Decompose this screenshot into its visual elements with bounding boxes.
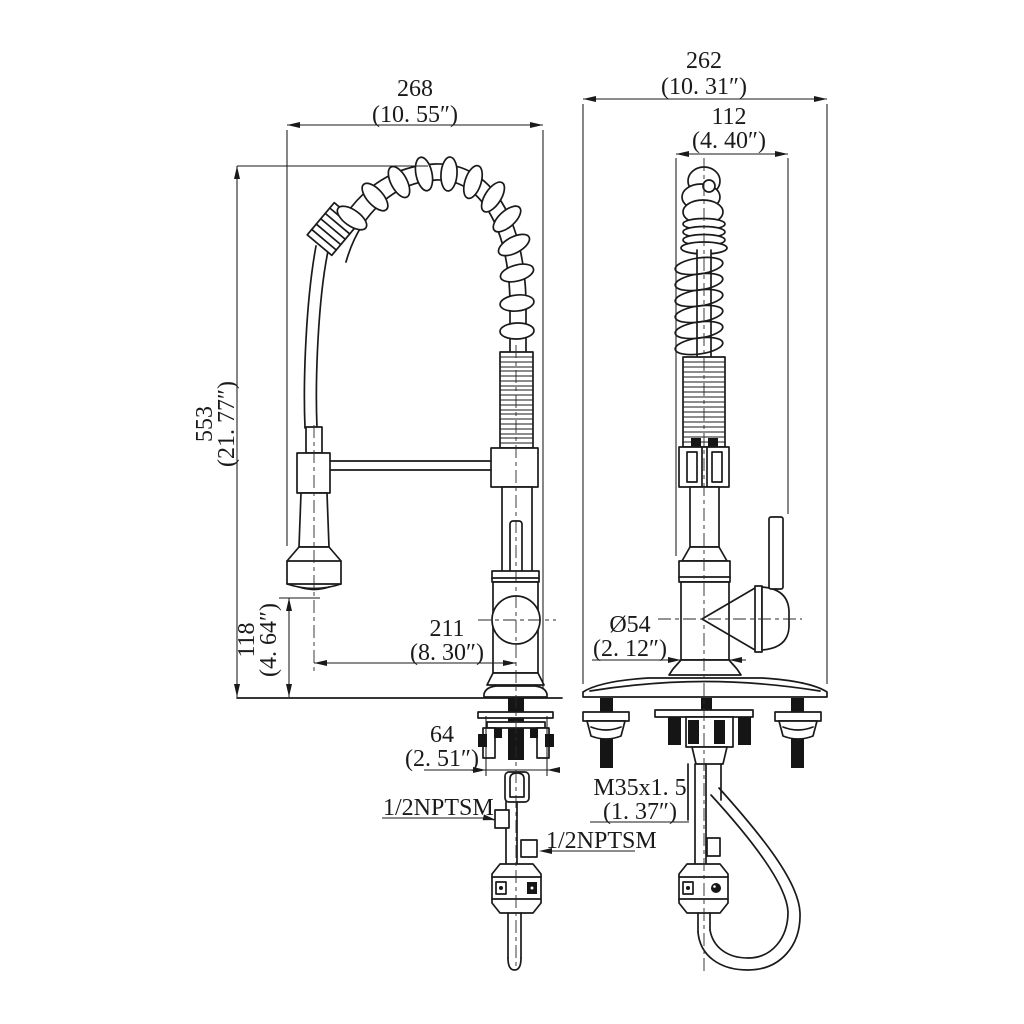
nptsm-left-text: 1/2NPTSM xyxy=(383,795,494,821)
dim-553-inch: (21. 77″) xyxy=(214,381,240,467)
dim-plate-width: 262 (10. 31″) xyxy=(582,48,828,684)
dim-base-diameter: Ø54 (2. 12″) xyxy=(592,612,746,663)
dim-dia54-mm: Ø54 xyxy=(609,612,650,638)
right-hose-fitting xyxy=(520,839,538,858)
front-spring-arc xyxy=(306,156,535,449)
dim-211-inch: (8. 30″) xyxy=(410,640,484,666)
dim-m35-inch: (1. 37″) xyxy=(603,799,677,825)
dim-depth: 112 (4. 40″) xyxy=(675,104,789,556)
centerlines xyxy=(313,158,802,975)
dim-64-inch: (2. 51″) xyxy=(405,746,479,772)
dim-front-width: 268 (10. 55″) xyxy=(286,76,544,688)
handle-lever xyxy=(768,516,784,590)
label-nptsm-left: 1/2NPTSM xyxy=(382,795,497,823)
dim-268-mm: 268 xyxy=(397,76,433,102)
dim-112-inch: (4. 40″) xyxy=(692,128,766,154)
side-view xyxy=(582,166,828,971)
dim-262-inch: (10. 31″) xyxy=(661,74,747,100)
arm-block xyxy=(490,447,539,488)
dim-268-inch: (10. 55″) xyxy=(372,102,458,128)
side-spring-column xyxy=(674,166,730,488)
side-deck-plate xyxy=(582,677,828,698)
dim-118-mm: 118 xyxy=(234,622,260,657)
dim-front-height: 553 (21. 77″) xyxy=(192,165,428,697)
dim-64-mm: 64 xyxy=(430,722,454,748)
dim-m35-spec: M35x1. 5 xyxy=(593,775,686,801)
side-hose-loop xyxy=(697,787,801,971)
front-hose-weight xyxy=(491,863,542,971)
side-hose-weight xyxy=(678,863,729,914)
dim-outlet-height: 118 (4. 64″) xyxy=(234,597,320,697)
front-spout-arm xyxy=(326,447,539,488)
dim-reach: 211 (8. 30″) xyxy=(314,616,516,666)
dimensions: 268 (10. 55″) 553 (21. 77″) 118 (4. 64″)… xyxy=(192,48,828,854)
dim-112-mm: 112 xyxy=(711,104,746,130)
dim-dia54-inch: (2. 12″) xyxy=(593,636,667,662)
tight-spring-section xyxy=(499,351,534,449)
front-faucet-body xyxy=(236,486,563,699)
spring-coil-loops xyxy=(336,156,535,340)
side-hose-fitting xyxy=(706,837,721,857)
label-nptsm-right: 1/2NPTSM xyxy=(539,828,657,854)
dim-211-mm: 211 xyxy=(429,616,464,642)
dim-118-inch: (4. 64″) xyxy=(256,603,282,677)
nptsm-right-text: 1/2NPTSM xyxy=(546,828,657,854)
left-hose-fitting xyxy=(494,809,510,829)
side-faucet-body xyxy=(668,486,742,676)
front-view xyxy=(236,156,563,971)
dim-shank-spacing: 64 (2. 51″) xyxy=(405,716,560,776)
front-deck-plate xyxy=(483,685,548,698)
front-spray-hose xyxy=(303,245,329,429)
dim-thread-m35: M35x1. 5 (1. 37″) xyxy=(590,775,689,825)
front-spray-head xyxy=(286,426,342,591)
dim-262-mm: 262 xyxy=(686,48,722,74)
side-mounting-bolts xyxy=(582,698,822,768)
dim-553-mm: 553 xyxy=(192,406,218,442)
